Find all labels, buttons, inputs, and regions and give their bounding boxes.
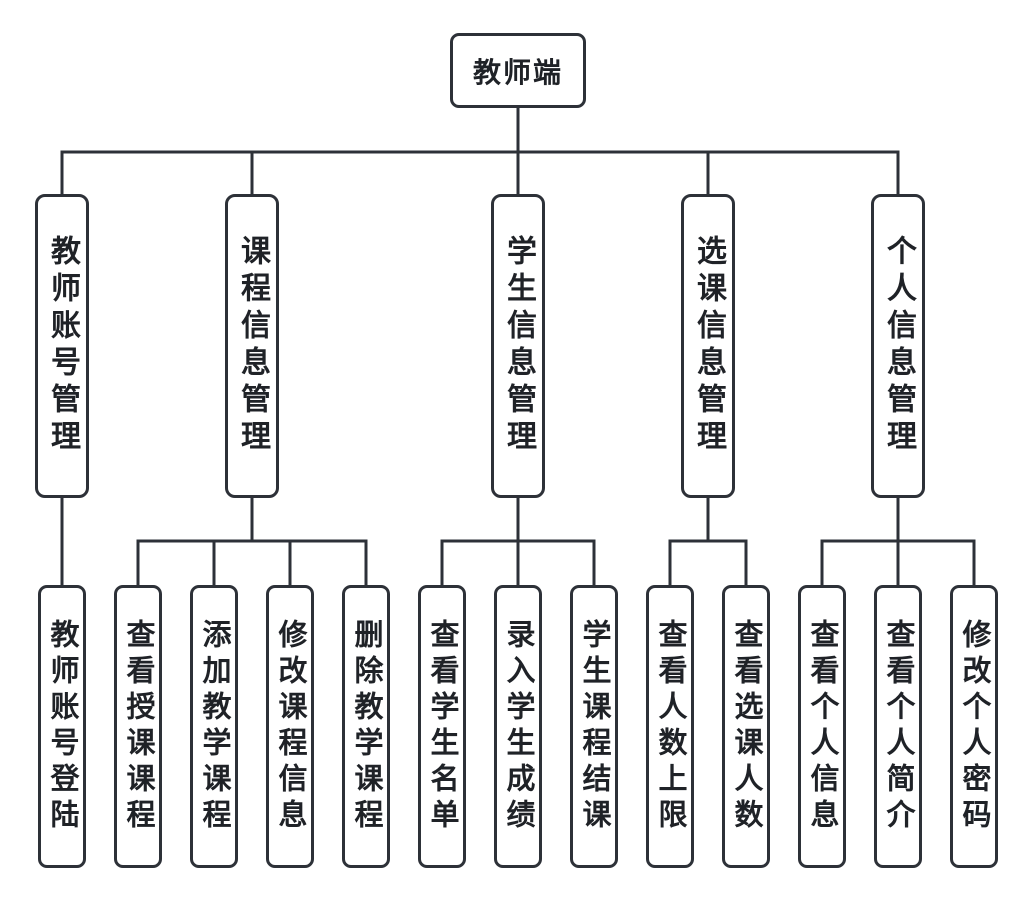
- node-course-info-mgmt: 课程信息管理: [225, 194, 279, 498]
- node-teacher-account-login: 教师账号登陆: [38, 585, 86, 868]
- node-modify-personal-password: 修改个人密码: [950, 585, 998, 868]
- node-view-enrollment-limit: 查看人数上限: [646, 585, 694, 868]
- node-view-personal-profile: 查看个人简介: [874, 585, 922, 868]
- node-personal-info-mgmt: 个人信息管理: [871, 194, 925, 498]
- node-view-personal-info: 查看个人信息: [798, 585, 846, 868]
- node-delete-teaching-course: 删除教学课程: [342, 585, 390, 868]
- node-add-teaching-course: 添加教学课程: [190, 585, 238, 868]
- node-view-enrollment-count: 查看选课人数: [722, 585, 770, 868]
- node-enter-student-grades: 录入学生成绩: [494, 585, 542, 868]
- node-view-teaching-courses: 查看授课课程: [114, 585, 162, 868]
- node-teacher-account-mgmt: 教师账号管理: [35, 194, 89, 498]
- node-modify-course-info: 修改课程信息: [266, 585, 314, 868]
- node-course-selection-info-mgmt: 选课信息管理: [681, 194, 735, 498]
- node-student-course-completion: 学生课程结课: [570, 585, 618, 868]
- node-student-info-mgmt: 学生信息管理: [491, 194, 545, 498]
- node-teacher-root: 教师端: [450, 33, 586, 108]
- node-view-student-list: 查看学生名单: [418, 585, 466, 868]
